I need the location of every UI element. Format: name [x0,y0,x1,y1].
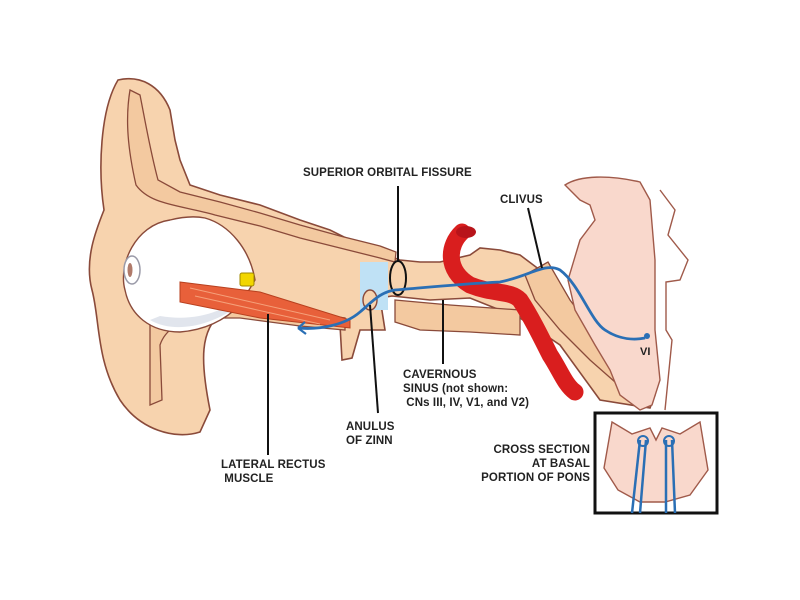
label-cavernous-sinus-line1: CAVERNOUS [403,369,477,381]
frontal-diploe [126,89,397,263]
internal-carotid-artery [442,223,584,401]
inset-nerve-left-a [630,439,642,514]
label-cavernous-sinus-line3: CNs III, IV, V1, and V2) [403,397,530,409]
label-lateral-rectus-line2: MUSCLE [221,473,274,485]
leader-clivus [527,207,543,269]
label-nerve-vi: VI [640,346,651,358]
cerebellum-edge [659,189,689,411]
label-anulus-line1: ANULUS [346,421,395,433]
eyeball-shadow [150,292,248,328]
label-clivus: CLIVUS [500,194,543,206]
inset-nerve-right-b [670,439,677,514]
muscle-fibers [189,287,331,325]
sphenoid-bone [394,299,521,336]
nerve-terminal-branches [297,321,307,335]
label-cavernous-sinus: CAVERNOUS SINUS (not shown: CNs III, IV,… [403,368,529,410]
leader-anulus-of-zinn [369,304,379,414]
label-cross-section-line2: AT BASAL [531,458,590,470]
pons-cross-section [603,420,709,503]
inset-nucleus-left [637,435,649,447]
label-cross-section: CROSS SECTION AT BASAL PORTION OF PONS [462,443,590,485]
pupil [127,263,133,277]
nerve-nucleus-dot [644,333,650,339]
tendon-trochlea [239,272,255,287]
label-cavernous-sinus-line2: SINUS (not shown: [403,383,509,395]
artery-opening [456,226,476,238]
label-anulus-of-zinn: ANULUS OF ZINN [346,420,395,448]
label-cross-section-line3: PORTION OF PONS [481,472,590,484]
label-superior-orbital-fissure: SUPERIOR ORBITAL FISSURE [303,167,472,179]
inset-nucleus-right [663,435,675,447]
label-lateral-rectus-muscle: LATERAL RECTUS MUSCLE [221,458,325,486]
inset-nerve-left-b [638,439,648,514]
label-lateral-rectus-line1: LATERAL RECTUS [221,459,326,471]
label-cross-section-line1: CROSS SECTION [493,444,590,456]
abducens-nerve [297,266,646,341]
brainstem [563,176,661,411]
label-anulus-line2: OF ZINN [346,435,393,447]
